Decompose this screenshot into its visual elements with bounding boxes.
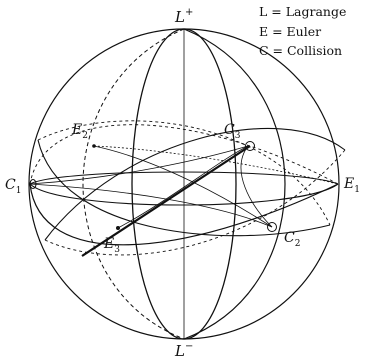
label-l-plus: L+ bbox=[174, 7, 193, 26]
great-circle-b bbox=[37, 139, 331, 237]
e3-axis-line-back bbox=[250, 146, 338, 184]
legend-euler: E = Euler bbox=[259, 24, 321, 39]
orbit-c1-c3 bbox=[29, 145, 249, 185]
label-e2: E2 bbox=[71, 122, 88, 141]
label-l-minus: L− bbox=[174, 341, 193, 360]
euler-point-e3 bbox=[116, 226, 120, 230]
orbit-c3-c2-loop bbox=[240, 145, 273, 228]
e3-axis-line bbox=[81, 145, 251, 257]
meridian-side-solid bbox=[183, 28, 286, 340]
legend-lagrange: L = Lagrange bbox=[259, 4, 346, 19]
equator-back bbox=[29, 171, 339, 185]
collision-point-c2 bbox=[267, 222, 277, 232]
orbit-e3-c3 bbox=[117, 145, 249, 229]
great-circle-c-back bbox=[44, 149, 346, 256]
collision-point-c1 bbox=[29, 179, 37, 189]
collision-point-c3 bbox=[245, 141, 255, 151]
meridian-side-dashed bbox=[82, 28, 185, 340]
legend-collision: C = Collision bbox=[259, 43, 342, 58]
label-c2: C2 bbox=[284, 230, 300, 249]
great-circle-a bbox=[29, 183, 339, 246]
label-e1: E1 bbox=[343, 176, 360, 195]
euler-point-e2 bbox=[92, 144, 96, 148]
orbit-e2-c2 bbox=[93, 145, 273, 228]
equator-front bbox=[29, 183, 339, 206]
great-circle-b-back bbox=[37, 120, 331, 226]
label-c1: C1 bbox=[5, 177, 21, 196]
label-e3: E3 bbox=[103, 236, 120, 255]
label-c3: C3 bbox=[224, 122, 241, 141]
orbit-e2-e1 bbox=[93, 145, 339, 185]
great-circle-c bbox=[44, 127, 346, 241]
